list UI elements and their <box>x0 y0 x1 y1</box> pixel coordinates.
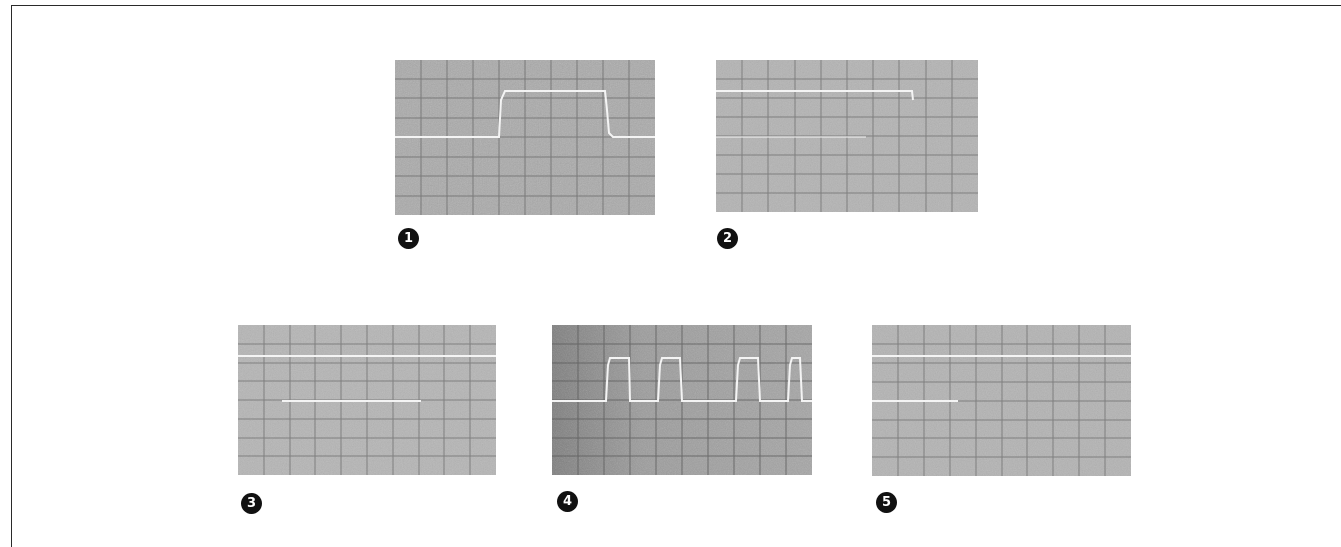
oscilloscope-screen-5 <box>872 325 1131 476</box>
scope-display <box>238 325 496 475</box>
panel-number-badge-3: 3 <box>241 493 262 514</box>
signal-trace <box>395 90 655 138</box>
figure-frame <box>11 5 1341 547</box>
panel-number-badge-4: 4 <box>557 491 578 512</box>
scope-display <box>872 325 1131 476</box>
scope-display <box>552 325 812 475</box>
oscilloscope-screen-3 <box>238 325 496 475</box>
panel-number-badge-5: 5 <box>876 492 897 513</box>
oscilloscope-screen-4 <box>552 325 812 475</box>
scope-display <box>716 60 978 212</box>
signal-trace <box>716 90 914 101</box>
panel-number-badge-1: 1 <box>398 228 419 249</box>
graticule <box>716 60 978 212</box>
panel-number-badge-2: 2 <box>717 228 738 249</box>
signal-trace <box>552 357 812 402</box>
oscilloscope-screen-1 <box>395 60 655 215</box>
oscilloscope-screen-2 <box>716 60 978 212</box>
scope-display <box>395 60 655 215</box>
